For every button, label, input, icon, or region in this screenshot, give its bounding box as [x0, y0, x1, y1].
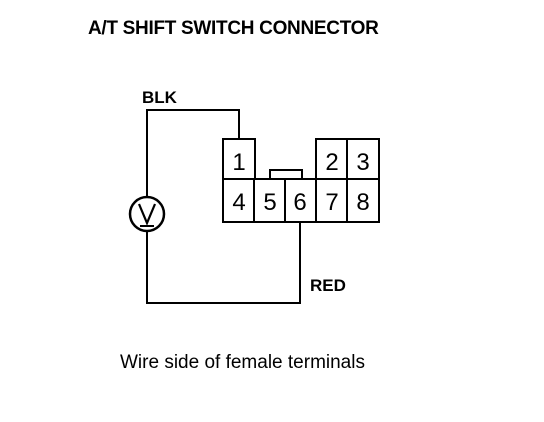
terminal-5-label: 5 — [263, 189, 276, 216]
voltmeter-symbol — [137, 203, 157, 226]
terminal-2-label: 2 — [325, 149, 338, 176]
terminal-1-label: 1 — [232, 149, 245, 176]
bottom-row-block — [222, 178, 380, 223]
terminal-6-label: 6 — [293, 189, 306, 216]
terminal-8-label: 8 — [356, 189, 369, 216]
diagram-title: A/T SHIFT SWITCH CONNECTOR — [88, 18, 379, 39]
voltmeter — [128, 195, 166, 233]
diagram-caption: Wire side of female terminals — [120, 352, 365, 373]
terminal-7-label: 7 — [325, 189, 338, 216]
blk-wire — [146, 109, 240, 197]
connector: 1 2 3 4 5 6 7 8 — [222, 138, 380, 223]
red-wire — [146, 222, 301, 304]
red-wire-label: RED — [310, 276, 346, 295]
terminal-4-label: 4 — [232, 189, 245, 216]
connector-lock-tab — [269, 169, 303, 180]
terminal-3-label: 3 — [356, 149, 369, 176]
blk-wire-label: BLK — [142, 88, 177, 107]
